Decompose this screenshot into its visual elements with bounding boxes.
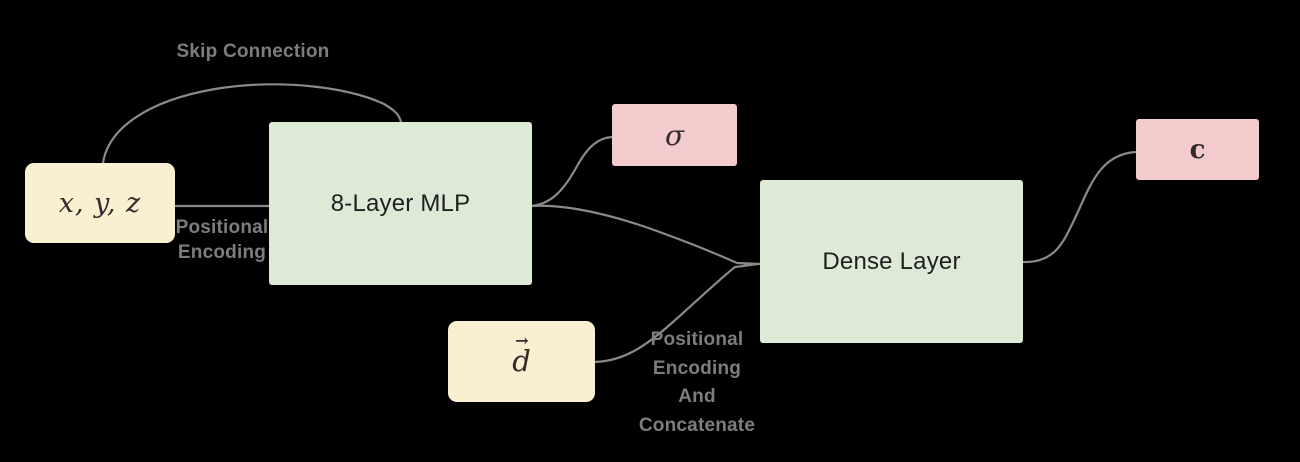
edge-label-line: And [678,386,716,407]
edge-mlp-to-sigma [530,135,614,208]
node-color-output: c [1136,119,1259,180]
node-direction-vector: d → [448,321,595,402]
node-input-xyz: x, y, z [25,163,175,243]
node-input-xyz-label: x, y, z [58,187,142,219]
edge-label-positional-encoding-concatenate: Positional Encoding And Concatenate [617,326,777,440]
node-color-output-label: c [1189,134,1206,165]
edge-dense-to-c [1021,150,1138,264]
node-8-layer-mlp-label: 8-Layer MLP [330,189,471,217]
edge-d-to-dense [593,262,760,364]
node-dense-layer-label: Dense Layer [822,247,961,275]
edge-label-line: Encoding [652,357,742,379]
node-direction-vector-label: d → [512,333,531,378]
edge-label-line: Positional [175,217,269,238]
edge-label-line: Encoding [177,242,267,263]
edge-label-line: Concatenate [638,414,756,436]
edge-label-line: Positional [650,329,744,350]
edge-label-positional-encoding: Positional Encoding [157,215,287,265]
node-8-layer-mlp: 8-Layer MLP [269,122,532,285]
node-sigma-output: σ [612,104,737,166]
direction-symbol: d [512,344,531,378]
vector-arrow-icon: → [515,331,529,350]
edge-label-skip-connection: Skip Connection [176,41,330,62]
node-sigma-label: σ [664,118,685,152]
node-dense-layer: Dense Layer [760,180,1023,343]
edge-skip-connection [101,83,403,165]
edge-mlp-to-dense [530,204,762,266]
